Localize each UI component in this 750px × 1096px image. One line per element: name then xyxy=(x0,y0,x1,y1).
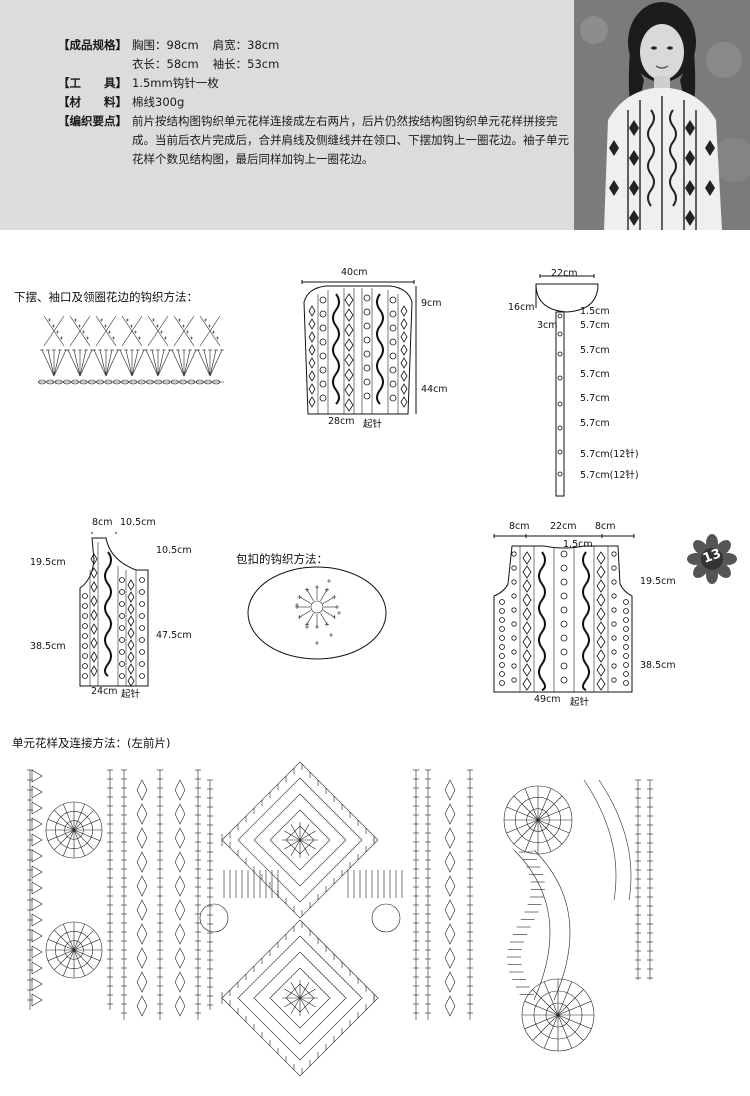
back-neck-dim: 22cm xyxy=(550,521,577,532)
back-shoulder-right-dim: 8cm xyxy=(595,521,616,532)
back-upper-dim: 19.5cm xyxy=(640,576,676,587)
header-band: 【成品规格】 胸围：98cm 肩宽：38cm 衣长：58cm 袖长：53cm 【工 … xyxy=(0,0,750,230)
neck-inner-dim: 3cm xyxy=(537,320,558,331)
button-title: 包扣的钩织方法： xyxy=(236,552,328,566)
shoulder-width: 肩宽：38cm xyxy=(212,38,280,52)
material-value: 棉线300g xyxy=(132,95,185,109)
edging-title: 下摆、袖口及领圈花边的钩织方法： xyxy=(14,290,198,304)
page-number-badge: 13 xyxy=(686,533,738,585)
back-bottom-dim: 49cm xyxy=(534,694,561,705)
neck-strip-diagram xyxy=(535,274,599,497)
spec-label xyxy=(58,55,132,74)
front-lower-dim: 38.5cm xyxy=(30,641,66,652)
spec-row: 衣长：58cm 袖长：53cm xyxy=(58,55,570,74)
spec-label: 【编织要点】 xyxy=(58,114,127,128)
spec-row: 【编织要点】 前片按结构图钩织单元花样连接成左右两片，后片仍然按结构图钩织单元花… xyxy=(58,112,570,169)
sleeve-length: 袖长：53cm xyxy=(212,57,280,71)
sleeve-bottom-dim: 28cm xyxy=(328,416,355,427)
front-shoulder-dim: 8cm xyxy=(92,517,113,528)
sleeve-diagram xyxy=(301,280,417,415)
motif-chart xyxy=(27,761,653,1077)
instructions-text: 前片按结构图钩织单元花样连接成左右两片，后片仍然按结构图钩织单元花样拼接完成。当… xyxy=(132,114,569,166)
spec-label: 【工 具】 xyxy=(58,76,127,90)
neck-segment-dim: 5.7cm(12针) xyxy=(580,449,639,460)
front-start-label: 起针 xyxy=(121,689,141,700)
neck-segment-dim: 5.7cm xyxy=(580,393,610,404)
sleeve-cap-dim: 9cm xyxy=(421,298,442,309)
button-chart xyxy=(247,566,387,660)
back-neck-depth-dim: 1.5cm xyxy=(563,539,593,550)
neck-side-dim: 16cm xyxy=(508,302,535,313)
spec-row: 【材 料】 棉线300g xyxy=(58,93,570,112)
spec-label: 【成品规格】 xyxy=(58,38,127,52)
chest-size: 胸围：98cm xyxy=(132,38,199,52)
neck-segment-dim: 5.7cm xyxy=(580,418,610,429)
spec-label: 【材 料】 xyxy=(58,95,127,109)
neck-segment-dim: 5.7cm(12针) xyxy=(580,470,639,481)
back-start-label: 起针 xyxy=(570,697,590,708)
front-bottom-dim: 24cm xyxy=(91,686,118,697)
front-side-dim: 47.5cm xyxy=(156,630,192,641)
neck-width-dim: 22cm xyxy=(551,268,578,279)
tool-value: 1.5mm钩针一枚 xyxy=(132,76,219,90)
spec-block: 【成品规格】 胸围：98cm 肩宽：38cm 衣长：58cm 袖长：53cm 【工 … xyxy=(58,36,570,169)
front-upper-dim: 19.5cm xyxy=(30,557,66,568)
front-piece-diagram xyxy=(79,532,149,687)
motif-title: 单元花样及连接方法：(左前片) xyxy=(12,736,171,750)
body-length: 衣长：58cm xyxy=(132,57,199,71)
sleeve-start-label: 起针 xyxy=(363,419,383,430)
edging-chart xyxy=(38,315,224,385)
back-shoulder-left-dim: 8cm xyxy=(509,521,530,532)
back-piece-diagram xyxy=(493,534,635,693)
sleeve-length-dim: 44cm xyxy=(421,384,448,395)
front-neck-depth-dim: 10.5cm xyxy=(156,545,192,556)
spec-row: 【成品规格】 胸围：98cm 肩宽：38cm xyxy=(58,36,570,55)
front-neck-width-dim: 10.5cm xyxy=(120,517,156,528)
neck-segment-dim: 5.7cm xyxy=(580,345,610,356)
neck-segment-dim: 5.7cm xyxy=(580,369,610,380)
sleeve-top-dim: 40cm xyxy=(341,267,368,278)
back-lower-dim: 38.5cm xyxy=(640,660,676,671)
neck-segment-dim: 5.7cm xyxy=(580,320,610,331)
spec-row: 【工 具】 1.5mm钩针一枚 xyxy=(58,74,570,93)
model-photo xyxy=(574,0,750,230)
neck-first-dim: 1.5cm xyxy=(580,306,610,317)
